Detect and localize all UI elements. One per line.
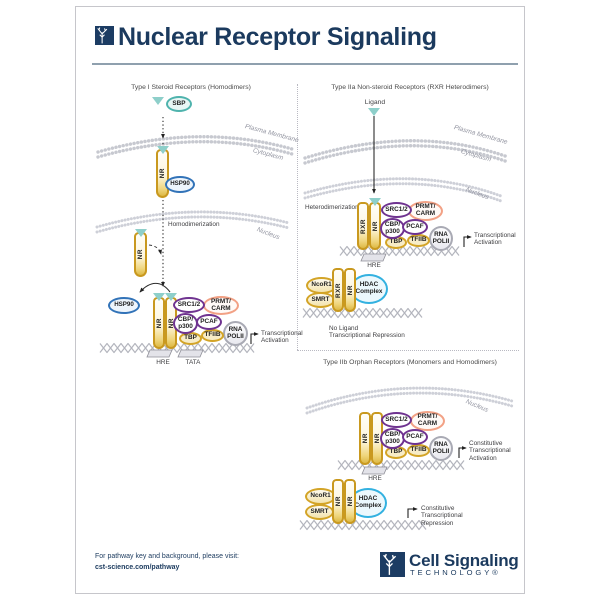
constitutive-repression-label: Constitutive Transcriptional Repression [421,505,463,527]
page-title: Nuclear Receptor Signaling [118,23,437,51]
src12-oval: SRC1/2 [381,202,412,218]
smrt-oval: SMRT [306,292,335,308]
rxr-label: RXR [359,218,367,234]
rna-polii-oval: RNA POLII [429,226,453,251]
pcaf-oval: PCAF [402,219,428,235]
transcriptional-activation-label-type2a: Transcriptional Activation [474,232,516,247]
ligand-triangle-icon [165,293,177,301]
homodimerization-label: Homodimerization [168,221,220,228]
section-title-type1: Type I Steroid Receptors (Homodimers) [131,84,251,91]
tfiib-oval: TFIIB [201,329,224,342]
footer-note: For pathway key and background, please v… [95,553,239,560]
ligand-triangle-icon [369,198,381,206]
sbp-oval: SBP [166,96,192,112]
src12-oval: SRC1/2 [173,297,205,313]
hre-label-type2b: HRE [368,475,382,482]
cst-logo-icon [95,26,114,45]
rxr-receptor-unliganded: RXR [332,268,344,312]
nr-label: NR [361,433,369,444]
hre-label-type1: HRE [156,359,170,366]
nr-label: NR [371,220,379,232]
constitutive-activation-label: Constitutive Transcriptional Activation [469,440,511,462]
brand-name: Cell Signaling [409,551,519,570]
nr-receptor-repressed-b: NR [344,479,356,524]
ligand-triangle-icon [157,146,169,154]
tbp-oval: TBP [179,332,202,345]
footer-url-link[interactable]: cst-science.com/pathway [95,564,180,571]
section-title-type2a: Type IIa Non-steroid Receptors (RXR Hete… [331,84,489,91]
ligand-triangle-icon [153,293,165,301]
hsp90-oval: HSP90 [165,176,195,193]
tata-label-type1: TATA [185,359,201,366]
nr-receptor-repressed-a: NR [332,479,344,524]
ligand-triangle-icon [135,229,147,237]
rna-polii-oval: RNA POLII [223,321,248,346]
nr-receptor-cytoplasm: NR [156,149,169,198]
src12-oval: SRC1/2 [381,412,412,428]
brand-subtitle: TECHNOLOGY® [410,568,501,577]
pcaf-oval: PCAF [196,314,222,330]
tfiib-oval: TFIIB [407,444,430,457]
nr-receptor-unliganded: NR [344,268,356,312]
cst-logo-icon [380,552,405,577]
rxr-label: RXR [334,282,342,298]
hdac-complex-oval: HDAC Complex [350,274,388,304]
nr-label: NR [159,168,166,179]
prmt-carm-oval: PRMT/ CARM [203,296,239,315]
transcriptional-activation-label-type1: Transcriptional Activation [261,330,303,345]
ligand-label: Ligand [364,99,386,106]
nr-label: NR [155,317,163,329]
nr-label: NR [346,496,354,507]
nr-label: NR [346,284,354,296]
nr-label: NR [334,496,342,507]
ligand-triangle-icon [368,108,380,116]
pcaf-oval: PCAF [402,429,428,445]
hsp90-oval-released: HSP90 [108,297,140,314]
section-separator-vertical [297,84,298,350]
hre-label-type2a: HRE [367,262,381,269]
prmt-carm-oval: PRMT/ CARM [410,411,445,431]
tfiib-oval: TFIIB [407,234,430,247]
pathway-page [75,6,525,594]
heterodimerization-label: Heterodimerization [305,204,359,211]
section-title-type2b: Type IIb Orphan Receptors (Monomers and … [323,359,497,366]
smrt-oval: SMRT [305,504,334,520]
title-divider [92,63,518,65]
prmt-carm-oval: PRMT/ CARM [408,201,443,221]
section-separator-horizontal [297,350,519,351]
nr-receptor-dimer-a: NR [153,297,165,349]
nr-receptor-free: NR [134,232,147,277]
ligand-triangle-icon [152,97,164,105]
nr-receptor-orphan-a: NR [359,412,371,465]
cbp-p300-oval: CBP/ p300 [173,313,198,334]
rxr-receptor: RXR [357,202,369,250]
no-ligand-repression-label: No Ligand Transcriptional Repression [329,325,405,340]
nr-label: NR [137,249,144,260]
rna-polii-oval: RNA POLII [429,436,453,461]
